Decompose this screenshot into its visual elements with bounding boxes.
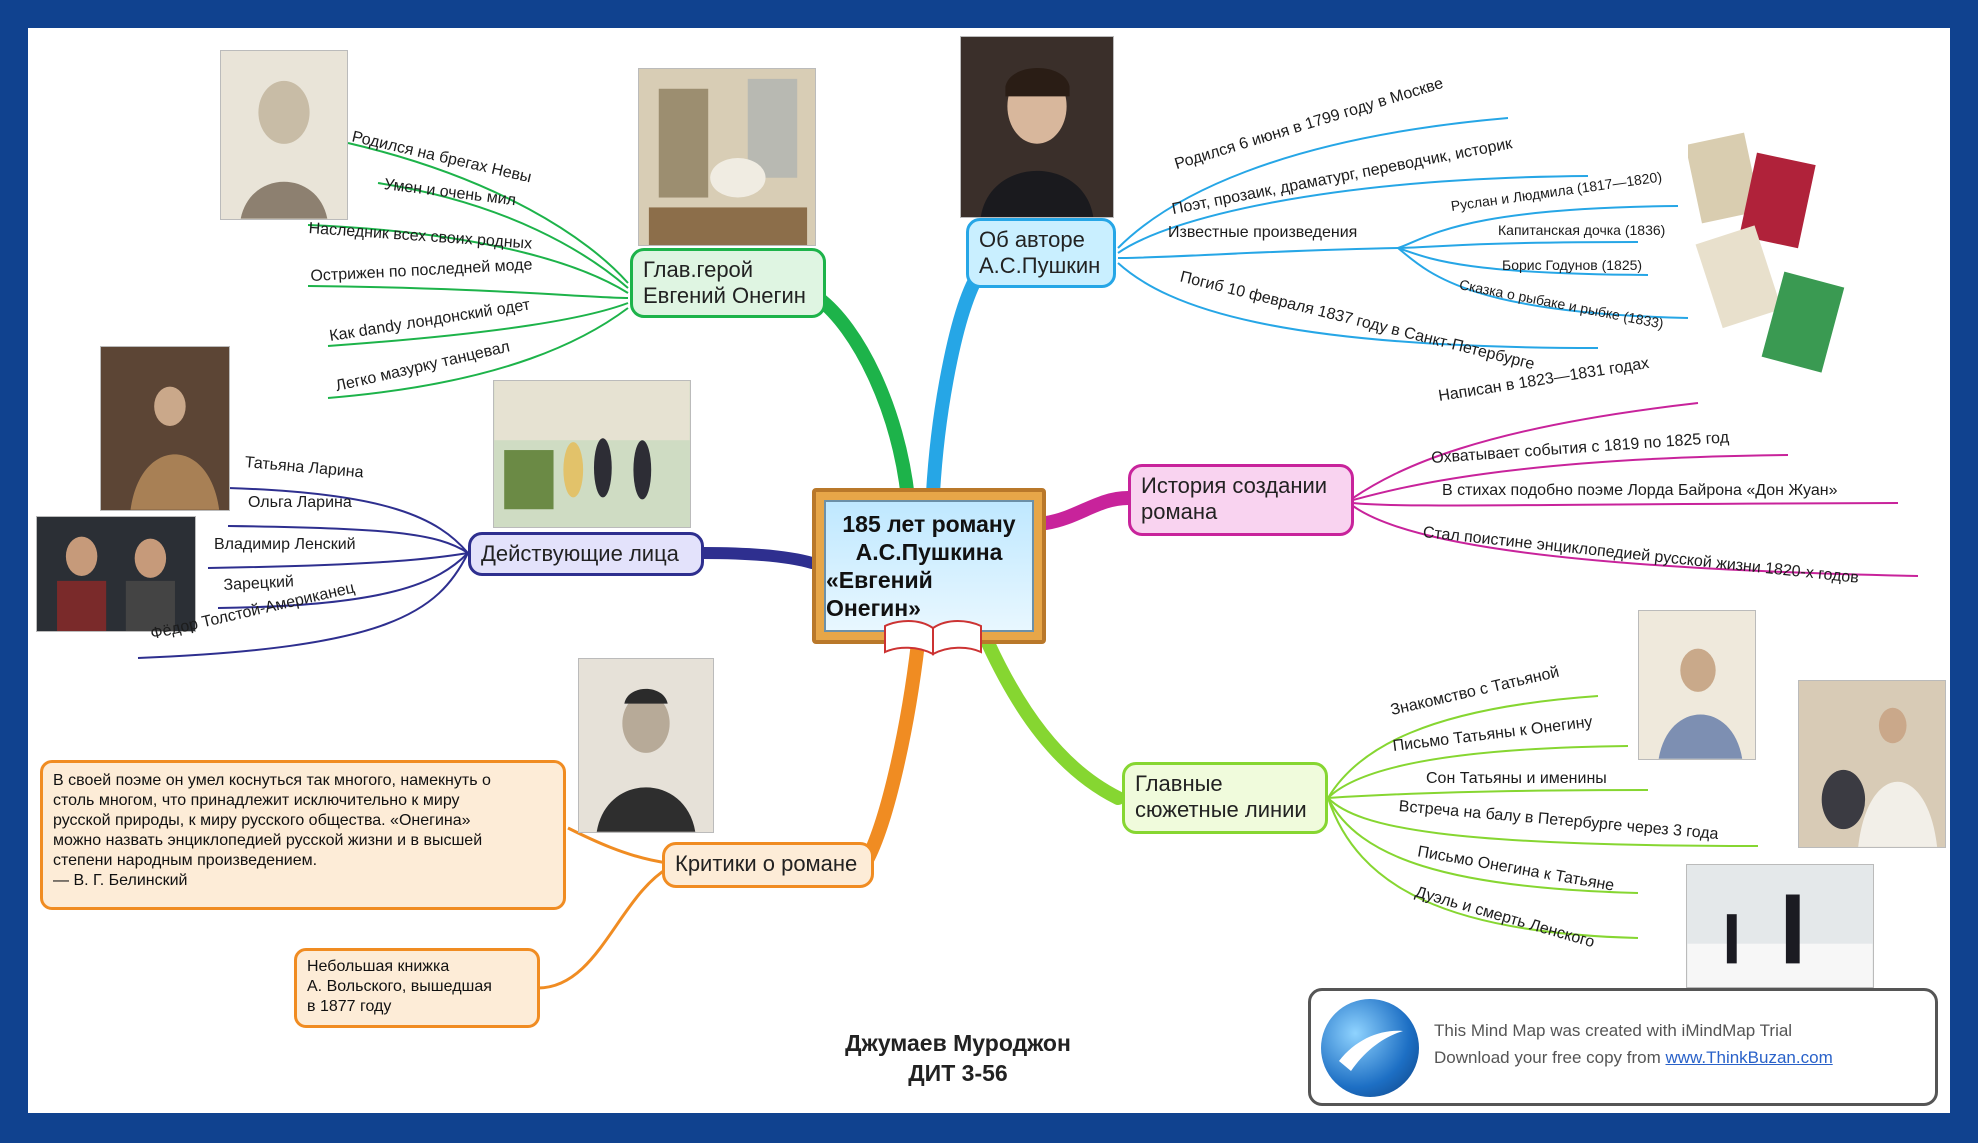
- quote-line: В своей поэме он умел коснуться так мног…: [53, 772, 491, 789]
- character-zaretsky: Зарецкий: [223, 573, 295, 595]
- note-line: Небольшая книжка: [307, 958, 450, 975]
- pushkin-portrait-image: [960, 36, 1114, 218]
- quote-line: русской природы, к миру русского обществ…: [53, 812, 471, 829]
- node-plot-line2: сюжетные линии: [1135, 797, 1307, 822]
- lensky-film-still-image: [36, 516, 196, 632]
- node-main-plot-lines[interactable]: Главные сюжетные линии: [1122, 762, 1328, 834]
- imindmap-logo-icon: [1321, 999, 1419, 1097]
- watermark-line2: Download your free copy from www.ThinkBu…: [1434, 1048, 1833, 1068]
- author-credit-group: ДИТ 3-56: [908, 1060, 1008, 1086]
- tatiana-letter-image: [1638, 610, 1756, 760]
- central-topic-line1: 185 лет роману: [842, 511, 1016, 537]
- characters-illustration-image: [493, 380, 691, 528]
- character-olga: Ольга Ларина: [248, 494, 352, 511]
- onegin-portrait-image: [220, 50, 348, 220]
- history-item-byron: В стихах подобно поэме Лорда Байрона «До…: [1442, 482, 1838, 499]
- branch-critics: [861, 636, 925, 865]
- critic-note-volsky[interactable]: Небольшая книжка А. Вольского, вышедшая …: [294, 948, 540, 1028]
- central-topic-line3: «Евгений Онегин»: [826, 567, 933, 621]
- quote-line: — В. Г. Белинский: [53, 872, 188, 889]
- node-hero-line1: Глав.герой: [643, 257, 754, 282]
- watermark-line1: This Mind Map was created with iMindMap …: [1434, 1021, 1793, 1040]
- branch-plot: [981, 636, 1125, 805]
- quote-line: столь многом, что принадлежит исключител…: [53, 792, 460, 809]
- branch-characters: [697, 547, 818, 569]
- node-history-line2: романа: [1141, 499, 1218, 524]
- mind-map-canvas: 185 лет роману А.С.Пушкина «Евгений Онег…: [28, 28, 1950, 1113]
- author-credit-name: Джумаев Муроджон: [845, 1030, 1071, 1056]
- duel-image: [1686, 864, 1874, 988]
- node-characters[interactable]: Действующие лица: [468, 532, 704, 576]
- node-critics[interactable]: Критики о романе: [662, 842, 874, 888]
- watermark-line2-prefix: Download your free copy from: [1434, 1048, 1666, 1067]
- onegin-tatiana-image: [1798, 680, 1946, 848]
- node-critics-line1: Критики о романе: [675, 851, 858, 876]
- critic-quote-belinsky[interactable]: В своей поэме он умел коснуться так мног…: [40, 760, 566, 910]
- imindmap-watermark: This Mind Map was created with iMindMap …: [1308, 988, 1938, 1106]
- open-book-icon: [884, 620, 982, 656]
- character-lensky: Владимир Ленский: [214, 536, 356, 553]
- quote-line: степени народным произведением.: [53, 852, 318, 869]
- author-credit: Джумаев Муроджон ДИТ 3-56: [818, 1028, 1098, 1088]
- thinkbuzan-link[interactable]: www.ThinkBuzan.com: [1665, 1048, 1833, 1067]
- node-main-hero[interactable]: Глав.герой Евгений Онегин: [630, 248, 826, 318]
- node-author-line1: Об авторе: [979, 227, 1085, 252]
- node-history-line1: История создании: [1141, 473, 1328, 498]
- branch-hero: [811, 291, 915, 505]
- note-line: А. Вольского, вышедшая: [307, 978, 492, 995]
- node-hero-line2: Евгений Онегин: [643, 283, 806, 308]
- work-boris-godunov: Борис Годунов (1825): [1502, 257, 1643, 273]
- author-item-works: Известные произведения: [1168, 224, 1358, 241]
- central-topic[interactable]: 185 лет роману А.С.Пушкина «Евгений Онег…: [812, 488, 1046, 644]
- branch-history: [1039, 491, 1135, 530]
- work-captains-daughter: Капитанская дочка (1836): [1498, 222, 1666, 238]
- node-author-line2: А.С.Пушкин: [979, 253, 1101, 278]
- node-characters-line1: Действующие лица: [481, 541, 679, 566]
- node-creation-history[interactable]: История создании романа: [1128, 464, 1354, 536]
- node-about-author[interactable]: Об авторе А.С.Пушкин: [966, 218, 1116, 288]
- central-topic-line2: А.С.Пушкина: [855, 539, 1003, 565]
- note-line: в 1877 году: [307, 998, 392, 1015]
- plot-item-dream: Сон Татьяны и именины: [1426, 770, 1607, 787]
- branch-lines: [137, 117, 1919, 990]
- book-covers-image: [1688, 118, 1868, 383]
- node-plot-line1: Главные: [1135, 771, 1223, 796]
- branch-author: [926, 261, 990, 500]
- quote-line: можно назвать энциклопедией русской жизн…: [53, 832, 483, 849]
- tatiana-portrait-image: [100, 346, 230, 511]
- belinsky-portrait-image: [578, 658, 714, 833]
- onegin-illustration-image: [638, 68, 816, 246]
